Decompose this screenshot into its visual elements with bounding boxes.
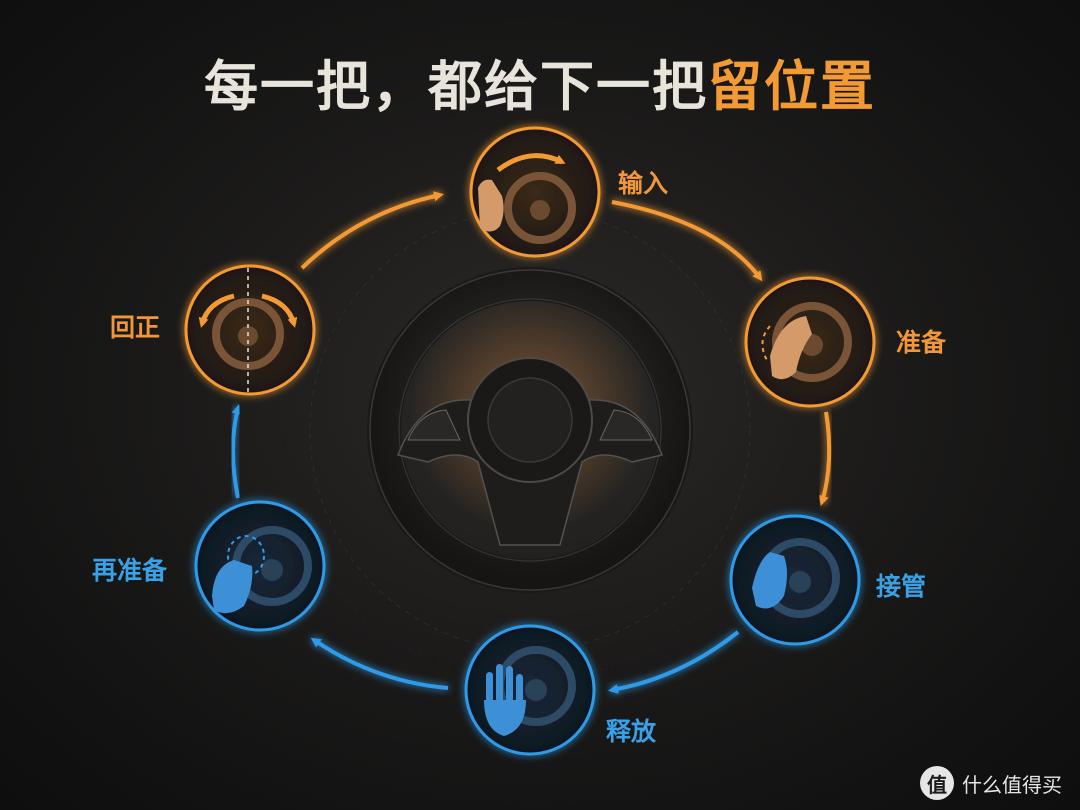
step-label-return: 回正 — [110, 313, 161, 342]
open-hand-icon — [484, 664, 526, 736]
arrow-takeover-to-release — [608, 630, 740, 694]
step-node-return — [184, 264, 316, 396]
title-accent: 留位置 — [708, 54, 876, 118]
watermark: 值 什么值得买 — [920, 766, 1062, 800]
steering-wheel-icon — [367, 267, 693, 593]
step-label-reprepare: 再准备 — [92, 556, 168, 585]
arrow-input-to-prepare — [611, 200, 763, 282]
step-label-release: 释放 — [606, 717, 657, 746]
title-main: 每一把，都给下一把 — [204, 54, 708, 118]
arrow-return-to-input — [300, 191, 444, 270]
step-node-prepare — [744, 276, 876, 408]
rotate-arrow-icon — [496, 153, 566, 173]
hand-icon — [770, 316, 812, 380]
hand-icon — [212, 560, 253, 614]
rotate-right-arrow-icon — [261, 293, 298, 328]
step-label-prepare: 准备 — [896, 328, 947, 357]
step-node-release — [464, 624, 596, 756]
step-label-input: 输入 — [618, 169, 669, 198]
arrow-reprepare-to-return — [231, 404, 242, 499]
step-node-input — [469, 126, 601, 258]
arrow-release-to-reprepare — [310, 637, 449, 690]
cycle-arrows — [231, 191, 832, 694]
step-label-takeover: 接管 — [876, 572, 927, 601]
watermark-text: 什么值得买 — [962, 772, 1062, 797]
hand-icon — [478, 179, 504, 232]
watermark-logo: 值 — [920, 766, 954, 800]
page-title: 每一把，都给下一把留位置 — [0, 42, 1080, 121]
steering-wheel-icon — [212, 268, 284, 392]
step-node-takeover — [729, 514, 861, 646]
arrow-prepare-to-takeover — [818, 411, 832, 506]
step-node-reprepare — [194, 500, 326, 632]
rotate-left-arrow-icon — [198, 293, 235, 328]
steering-wheel-icon — [504, 172, 576, 244]
hand-icon — [752, 552, 787, 609]
